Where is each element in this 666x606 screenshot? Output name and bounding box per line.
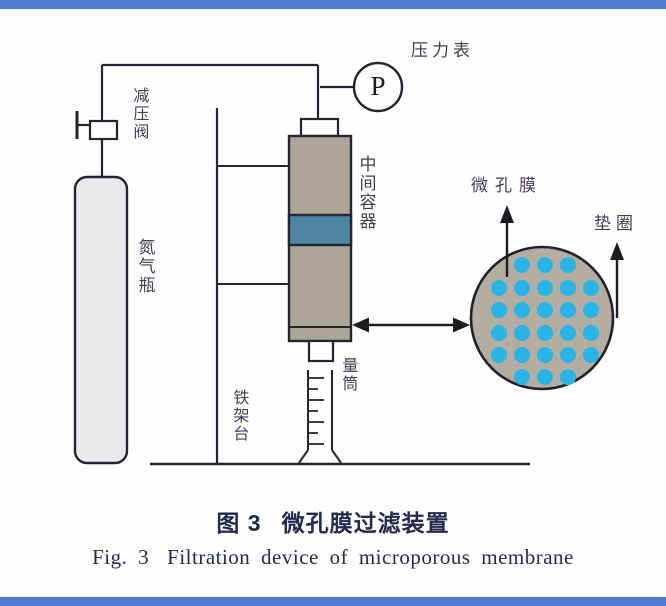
pore-dot [537, 369, 553, 385]
membrane-pores [491, 257, 599, 385]
container-bottom-cap [307, 339, 335, 363]
pore-dot [583, 347, 599, 363]
reducing-valve-body [88, 119, 119, 141]
top-border-bar [0, 0, 666, 9]
pore-dot [560, 347, 576, 363]
nitrogen-bottle-label: 氮气瓶 [135, 238, 155, 295]
caption-cn-number: 图 3 [216, 510, 262, 536]
caption-en-number: Fig. 3 [92, 545, 150, 569]
cylinder-label: 量筒 [339, 357, 357, 393]
iron-stand-label: 铁架台 [230, 389, 248, 443]
container-liquid-band [287, 213, 353, 247]
measuring-cylinder-outline [298, 370, 342, 464]
pore-dot [537, 257, 553, 273]
membrane-link-arrow [352, 317, 470, 333]
pore-dot [560, 257, 576, 273]
caption-en-title: Filtration device of microporous membran… [167, 545, 574, 569]
gauge-symbol: P [370, 71, 386, 101]
bottom-border-bar [0, 597, 666, 606]
pore-dot [514, 347, 530, 363]
pore-dot [537, 280, 553, 296]
pore-dot [560, 280, 576, 296]
caption-chinese: 图 3 微孔膜过滤装置 [0, 504, 666, 538]
pore-dot [491, 280, 507, 296]
caption-english: Fig. 3 Filtration device of microporous m… [0, 545, 666, 570]
reducing-valve-handle [75, 111, 90, 139]
membrane-label: 微孔膜 [471, 176, 543, 195]
pore-dot [514, 257, 530, 273]
pore-dot [583, 302, 599, 318]
pore-dot [583, 280, 599, 296]
caption-cn-title: 微孔膜过滤装置 [281, 510, 450, 536]
cylinder-graduations [308, 377, 324, 445]
pore-dot [560, 369, 576, 385]
membrane-pointer-arrow [500, 205, 514, 277]
container-top-cap [299, 117, 340, 138]
pore-dot [537, 347, 553, 363]
pore-dot [583, 325, 599, 341]
nitrogen-cylinder-body [73, 175, 129, 465]
container-label: 中间容器 [356, 155, 376, 231]
cylinder-base [298, 449, 309, 464]
gasket-pointer-arrow [610, 242, 624, 318]
pore-dot [560, 302, 576, 318]
pore-dot [514, 302, 530, 318]
pore-dot [491, 347, 507, 363]
pore-dot [514, 325, 530, 341]
pore-dot [491, 325, 507, 341]
pore-dot [491, 302, 507, 318]
pore-dot [537, 325, 553, 341]
pressure-gauge-dial [352, 61, 404, 113]
pressure-gauge-label: 压力表 [411, 41, 474, 60]
gasket-label: 垫圈 [594, 214, 638, 233]
gas-pipe-lines [100, 63, 354, 177]
pore-dot [537, 302, 553, 318]
pore-dot [514, 369, 530, 385]
pore-dot [514, 280, 530, 296]
pore-dot [560, 325, 576, 341]
reducing-valve-label: 减压阀 [130, 87, 148, 141]
